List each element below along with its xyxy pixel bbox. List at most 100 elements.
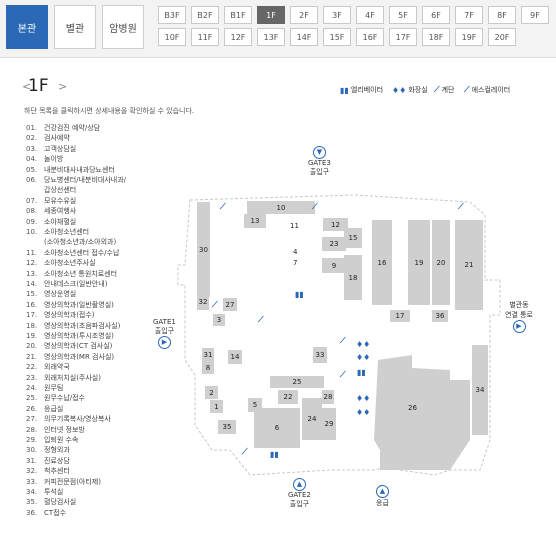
facility-list-item[interactable]: 10.소아청소년센터 (26, 227, 89, 237)
room-31[interactable]: 31 (202, 348, 214, 362)
room-29[interactable]: 29 (322, 408, 336, 440)
floor-button-b3f[interactable]: B3F (158, 6, 186, 24)
room-13[interactable]: 13 (244, 214, 266, 228)
floor-button-b1f[interactable]: B1F (224, 6, 252, 24)
room-23[interactable]: 23 (322, 237, 346, 251)
gate1-entrance[interactable]: GATE1 출입구 ▶ (153, 318, 176, 349)
floor-button-6f[interactable]: 6F (422, 6, 450, 24)
facility-list-item[interactable]: 17.영상의학과(접수) (26, 310, 95, 320)
emergency-entrance[interactable]: ▲ 응급 (376, 485, 389, 508)
facility-list-item[interactable]: 24.원무팀 (26, 383, 63, 393)
facility-list-item[interactable]: (소아청소년과/소아외과) (26, 237, 116, 247)
floor-button-15f[interactable]: 15F (323, 28, 351, 46)
floor-button-9f[interactable]: 9F (521, 6, 549, 24)
annex-connection[interactable]: 별관동 연결 통로 ▶ (505, 300, 533, 333)
facility-list-item[interactable]: 30.정형외과 (26, 445, 70, 455)
facility-list-item[interactable]: 36.CT접수 (26, 508, 66, 518)
room-25[interactable]: 25 (270, 376, 324, 388)
floor-button-8f[interactable]: 8F (488, 6, 516, 24)
room-24[interactable]: 24 (302, 398, 322, 440)
room-4-label[interactable]: 4 (293, 248, 298, 256)
floor-button-3f[interactable]: 3F (323, 6, 351, 24)
room-9[interactable]: 9 (322, 258, 346, 273)
next-floor-arrow[interactable]: > (58, 80, 68, 93)
facility-list-item[interactable]: 20.영상의학과(CT 검사실) (26, 341, 112, 351)
facility-list-item[interactable]: 03.고객상담실 (26, 144, 76, 154)
facility-list-item[interactable]: 14.안내데스크(일반안내) (26, 279, 107, 289)
facility-list-item[interactable]: 01.건강검진 예약/상담 (26, 123, 100, 133)
facility-list-item[interactable]: 15.영상운영실 (26, 289, 76, 299)
room-17[interactable]: 17 (390, 310, 410, 322)
facility-list-item[interactable]: 02.검사예약 (26, 133, 70, 143)
floor-button-18f[interactable]: 18F (422, 28, 450, 46)
floor-button-7f[interactable]: 7F (455, 6, 483, 24)
room-16[interactable]: 16 (372, 220, 392, 305)
room-20[interactable]: 20 (432, 220, 450, 305)
facility-list-item[interactable]: 19.영상의학과(투시조영실) (26, 331, 114, 341)
facility-list-item[interactable]: 25.원무수납/접수 (26, 393, 85, 403)
gate3-entrance[interactable]: ▼ GATE3 출입구 (308, 146, 331, 177)
facility-list-item[interactable]: 04.놀이방 (26, 154, 63, 164)
room-2[interactable]: 2 (205, 386, 218, 399)
room-18[interactable]: 18 (344, 255, 362, 300)
room-1[interactable]: 1 (210, 400, 223, 413)
facility-list-item[interactable]: 26.응급실 (26, 404, 63, 414)
gate2-entrance[interactable]: ▲ GATE2 출입구 (288, 478, 311, 509)
room-21[interactable]: 21 (455, 220, 483, 310)
room-32[interactable]: 32 (197, 293, 209, 310)
building-tab-cancer[interactable]: 암병원 (102, 5, 144, 49)
room-30[interactable]: 30 (197, 202, 210, 297)
room-11-label[interactable]: 11 (290, 222, 299, 230)
floor-button-14f[interactable]: 14F (290, 28, 318, 46)
room-22[interactable]: 22 (278, 390, 298, 404)
prev-floor-arrow[interactable]: < (22, 80, 32, 93)
room-36[interactable]: 36 (432, 310, 448, 322)
facility-list-item[interactable]: 23.외래처치실(주사실) (26, 373, 101, 383)
room-19[interactable]: 19 (408, 220, 430, 305)
floor-button-17f[interactable]: 17F (389, 28, 417, 46)
floor-button-1f[interactable]: 1F (257, 6, 285, 24)
floor-button-19f[interactable]: 19F (455, 28, 483, 46)
room-35[interactable]: 35 (218, 420, 236, 434)
floor-button-5f[interactable]: 5F (389, 6, 417, 24)
floor-button-16f[interactable]: 16F (356, 28, 384, 46)
facility-list-item[interactable]: 31.진료상담 (26, 456, 70, 466)
facility-list-item[interactable]: 35.혈당검사실 (26, 497, 76, 507)
room-14[interactable]: 14 (228, 350, 242, 364)
facility-list-item[interactable]: 16.영상의학과(일반촬영실) (26, 300, 114, 310)
facility-list-item[interactable]: 27.의무기록복사/영상복사 (26, 414, 111, 424)
facility-list-item[interactable]: 09.소아채혈실 (26, 217, 76, 227)
room-6[interactable]: 6 (254, 408, 300, 448)
facility-list-item[interactable]: 05.내분비대사내과당뇨센터 (26, 165, 115, 175)
room-12[interactable]: 12 (323, 218, 348, 231)
facility-list-item[interactable]: 22.외래약국 (26, 362, 70, 372)
room-10[interactable]: 10 (247, 201, 315, 214)
facility-list-item[interactable]: 06.당뇨병센터/내분비대사내과/ (26, 175, 126, 185)
facility-list-item[interactable]: 34.투석실 (26, 487, 63, 497)
facility-list-item[interactable]: 07.모유수유실 (26, 196, 76, 206)
facility-list-item[interactable]: 21.영상의학과(MR 검사실) (26, 352, 114, 362)
floor-button-12f[interactable]: 12F (224, 28, 252, 46)
facility-list-item[interactable]: 18.영상의학과(초음파검사실) (26, 321, 120, 331)
facility-list-item[interactable]: 13.소아청소년 통원치료센터 (26, 269, 117, 279)
building-tab-main[interactable]: 본관 (6, 5, 48, 49)
room-3[interactable]: 3 (213, 314, 225, 326)
facility-list-item[interactable]: 갑상선센터 (26, 185, 76, 195)
facility-list-item[interactable]: 33.커피전문점(아티제) (26, 477, 101, 487)
facility-list-item[interactable]: 08.세종여행사 (26, 206, 76, 216)
floor-button-b2f[interactable]: B2F (191, 6, 219, 24)
floor-button-10f[interactable]: 10F (158, 28, 186, 46)
floor-button-20f[interactable]: 20F (488, 28, 516, 46)
room-27[interactable]: 27 (223, 298, 237, 311)
facility-list-item[interactable]: 32.척추센터 (26, 466, 70, 476)
floor-button-13f[interactable]: 13F (257, 28, 285, 46)
floor-button-11f[interactable]: 11F (191, 28, 219, 46)
building-tab-annex[interactable]: 별관 (54, 5, 96, 49)
room-8[interactable]: 8 (202, 362, 214, 374)
facility-list-item[interactable]: 11.소아청소년센터 접수/수납 (26, 248, 119, 258)
room-33[interactable]: 33 (313, 347, 327, 363)
facility-list-item[interactable]: 28.인터넷 정보방 (26, 425, 85, 435)
facility-list-item[interactable]: 29.입퇴원 수속 (26, 435, 78, 445)
room-26-label[interactable]: 26 (408, 404, 417, 412)
floor-button-4f[interactable]: 4F (356, 6, 384, 24)
